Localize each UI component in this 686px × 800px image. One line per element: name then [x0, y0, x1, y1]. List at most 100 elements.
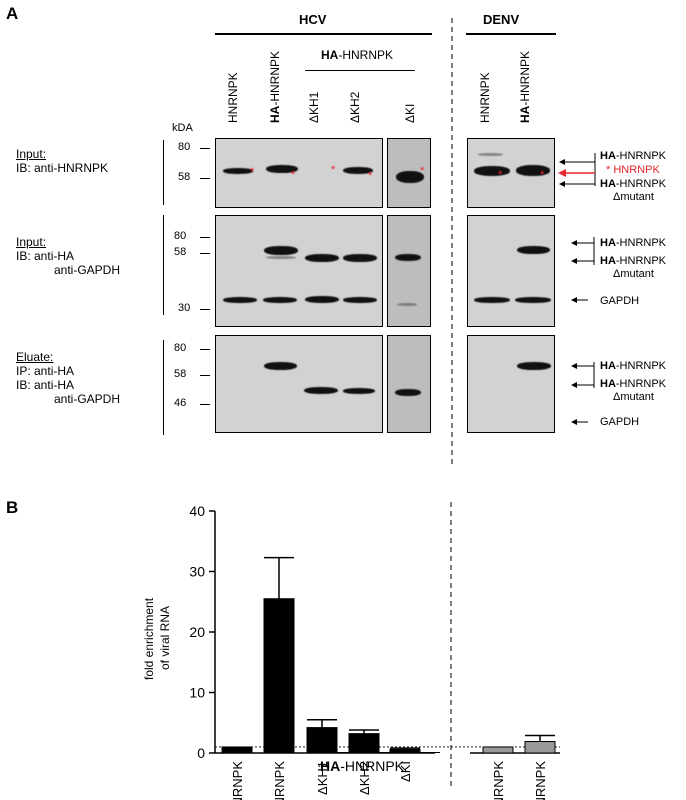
lane-label-denv-ha-hnrnpk: HA-HNRNPK — [518, 50, 532, 123]
blot1-tick-58 — [200, 178, 210, 179]
blot3-tick-80 — [200, 349, 210, 350]
blot2-label-ib: IB: anti-HA — [16, 249, 75, 263]
y-tick-label: 30 — [189, 564, 205, 580]
bar — [306, 727, 338, 754]
chart-group-label: HA-HNRNPK — [320, 758, 405, 774]
blot1-mw-80: 80 — [178, 141, 191, 153]
blot3-label-gapdh: anti-GAPDH — [54, 392, 121, 406]
blot1-label-ib: IB: anti-HNRNPK — [16, 161, 109, 175]
y-tick-label: 20 — [189, 624, 205, 640]
blot1-star-5: * — [420, 165, 425, 177]
blot2-band-l7 — [517, 246, 550, 254]
y-tick-label: 10 — [189, 685, 205, 701]
group-hcv-label: HCV — [299, 12, 327, 27]
blot2-band-l3 — [305, 254, 339, 262]
blot2-label-mutant: HA-HNRNPK — [600, 255, 667, 267]
blot1-label-ha-hnrnpk: HA-HNRNPK — [600, 150, 667, 162]
blot3-mw-58: 58 — [174, 368, 187, 380]
bar — [348, 733, 380, 754]
blot1-label-input: Input: — [16, 147, 47, 161]
blot2-denv — [467, 215, 555, 327]
blot3-band-l4 — [343, 388, 375, 394]
x-tick-label: ΔKI — [398, 761, 413, 782]
enrichment-bar-chart: 010203040HNRNPKHA-HNRNPKΔKH1ΔKH2ΔKIHNRNP… — [189, 502, 560, 800]
blot2-tick-30 — [200, 309, 210, 310]
blot3-band-l2 — [264, 362, 297, 370]
blot3-label-mutant: HA-HNRNPK — [600, 378, 667, 390]
ha-hnrnpk-group-label: HA-HNRNPK — [321, 48, 394, 62]
blot2-label-input: Input: — [16, 235, 47, 249]
blot2-mw-30: 30 — [178, 302, 191, 314]
lane-label-hnrnpk: HNRNPK — [226, 72, 240, 123]
blot3-mw-46: 46 — [174, 397, 187, 409]
blot2-gapdh-l1 — [223, 297, 257, 303]
blot2-bracket — [163, 215, 164, 315]
blot1-hcv-dki — [387, 138, 431, 208]
blot3-label-eluate: Eluate: — [16, 350, 54, 364]
blot2-gapdh-l6 — [474, 297, 510, 303]
blot1-band-l7 — [516, 165, 550, 176]
blot1-label-hnrnpk-red: * HNRNPK — [606, 164, 660, 176]
blot3-hcv-main — [215, 335, 383, 433]
blot2-mw-80: 80 — [174, 230, 187, 242]
blot3-tick-58 — [200, 375, 210, 376]
blot2-hcv-main — [215, 215, 383, 327]
blot3-right-arrows — [571, 362, 595, 425]
lane-label-dkh2: ΔKH2 — [348, 91, 362, 123]
blot1-mw-58: 58 — [178, 171, 191, 183]
x-tick-label: HA-HNRNPK — [272, 761, 287, 800]
blot1-star-6: * — [498, 169, 503, 181]
blot3-band-l3 — [304, 387, 338, 394]
blot2-gapdh-l5 — [397, 303, 417, 306]
blot3-label-ha-hnrnpk: HA-HNRNPK — [600, 360, 667, 372]
blot3-denv — [467, 335, 555, 433]
lane-label-dki: ΔKI — [403, 103, 417, 123]
blot2-band-l5 — [395, 254, 421, 261]
blot1-band-l2 — [266, 165, 298, 173]
blot1-label-mutant-2: Δmutant — [613, 191, 654, 203]
blot2-tick-80 — [200, 237, 210, 238]
blot2-gapdh-l2 — [263, 297, 297, 303]
blot2-band-l2-lower — [266, 256, 296, 259]
blot2-hcv-dki — [387, 215, 431, 327]
group-denv-line — [466, 33, 556, 35]
blot2-label-gapdh: anti-GAPDH — [54, 263, 121, 277]
ha-hnrnpk-group-line — [305, 70, 415, 71]
group-hcv-line — [215, 33, 432, 35]
blot2-gapdh-l4 — [343, 297, 377, 303]
lane-label-ha-hnrnpk: HA-HNRNPK — [268, 50, 282, 123]
blot2-gapdh-l7 — [515, 297, 551, 303]
lane-label-dkh1: ΔKH1 — [307, 91, 321, 123]
blot1-band-l5 — [396, 171, 424, 183]
blot2-band-l2 — [264, 246, 298, 255]
panel-b-letter: B — [6, 498, 19, 517]
blot3-band-l5 — [395, 389, 421, 396]
blot3-label-mutant-2: Δmutant — [613, 391, 654, 403]
bar — [263, 598, 295, 754]
group-denv-label: DENV — [483, 12, 520, 27]
blot2-gapdh-l3 — [305, 296, 339, 303]
bar — [482, 746, 514, 754]
blot3-tick-46 — [200, 404, 210, 405]
blot3-band-l7 — [517, 362, 551, 370]
blot2-mw-58: 58 — [174, 246, 187, 258]
blot3-label-gapdh-right: GAPDH — [600, 416, 640, 428]
blot1-star-4: * — [368, 170, 373, 182]
blot1-denv — [467, 138, 555, 208]
blot3-label-ib: IB: anti-HA — [16, 378, 75, 392]
lane-label-denv-hnrnpk: HNRNPK — [478, 72, 492, 123]
dashed-separator-a — [451, 18, 453, 468]
blot1-band-l6-upper — [478, 153, 503, 156]
blot2-band-l4 — [343, 254, 377, 262]
x-tick-label: HNRNPK — [491, 761, 506, 800]
blot3-mw-80: 80 — [174, 342, 187, 354]
y-tick-label: 40 — [189, 503, 205, 519]
blot3-bracket — [163, 340, 164, 435]
blot1-star-7: * — [540, 169, 545, 181]
blot1-right-arrows — [558, 153, 596, 187]
kda-label: kDA — [172, 122, 193, 134]
blot1-tick-80 — [200, 148, 210, 149]
x-tick-label: HA-HNRNPK — [533, 761, 548, 800]
blot1-hcv-main — [215, 138, 383, 208]
blot2-label-gapdh-right: GAPDH — [600, 295, 640, 307]
